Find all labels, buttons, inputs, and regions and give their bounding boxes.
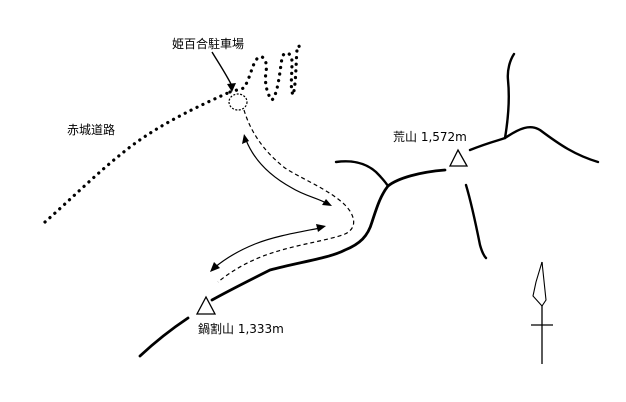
parking-leader-arrow <box>211 51 233 87</box>
nabewari-label: 鍋割山 1,333m <box>198 322 284 336</box>
serpentine-road <box>228 44 301 103</box>
ridge-nabewari-arayama <box>138 168 447 358</box>
akagi-road-label: 赤城道路 <box>67 123 116 137</box>
route-arrow-lower-head-a <box>316 224 326 232</box>
ridge-arayama-east <box>468 126 600 164</box>
north-arrow-icon <box>531 261 553 364</box>
route-arrow-down-head <box>322 199 332 206</box>
arayama-label: 荒山 1,572m <box>393 130 467 144</box>
parking-marker <box>228 93 248 111</box>
ridge-west-branch <box>334 160 390 188</box>
route-arrow-lower <box>213 227 321 269</box>
akagi-road <box>43 90 232 224</box>
ridge-arayama-south <box>464 183 488 260</box>
ridge-arayama-north <box>503 52 516 140</box>
route-arrow-up-head-1 <box>242 134 249 144</box>
route-arrow-down <box>245 139 329 205</box>
arayama-summit-triangle <box>448 148 469 167</box>
hiking-trail <box>217 109 355 283</box>
nabewari-summit-triangle <box>195 295 217 315</box>
parking-label: 姫百合駐車場 <box>172 37 245 51</box>
route-arrow-lower-head-b <box>210 262 220 272</box>
parking-leader-arrowhead <box>227 83 236 92</box>
